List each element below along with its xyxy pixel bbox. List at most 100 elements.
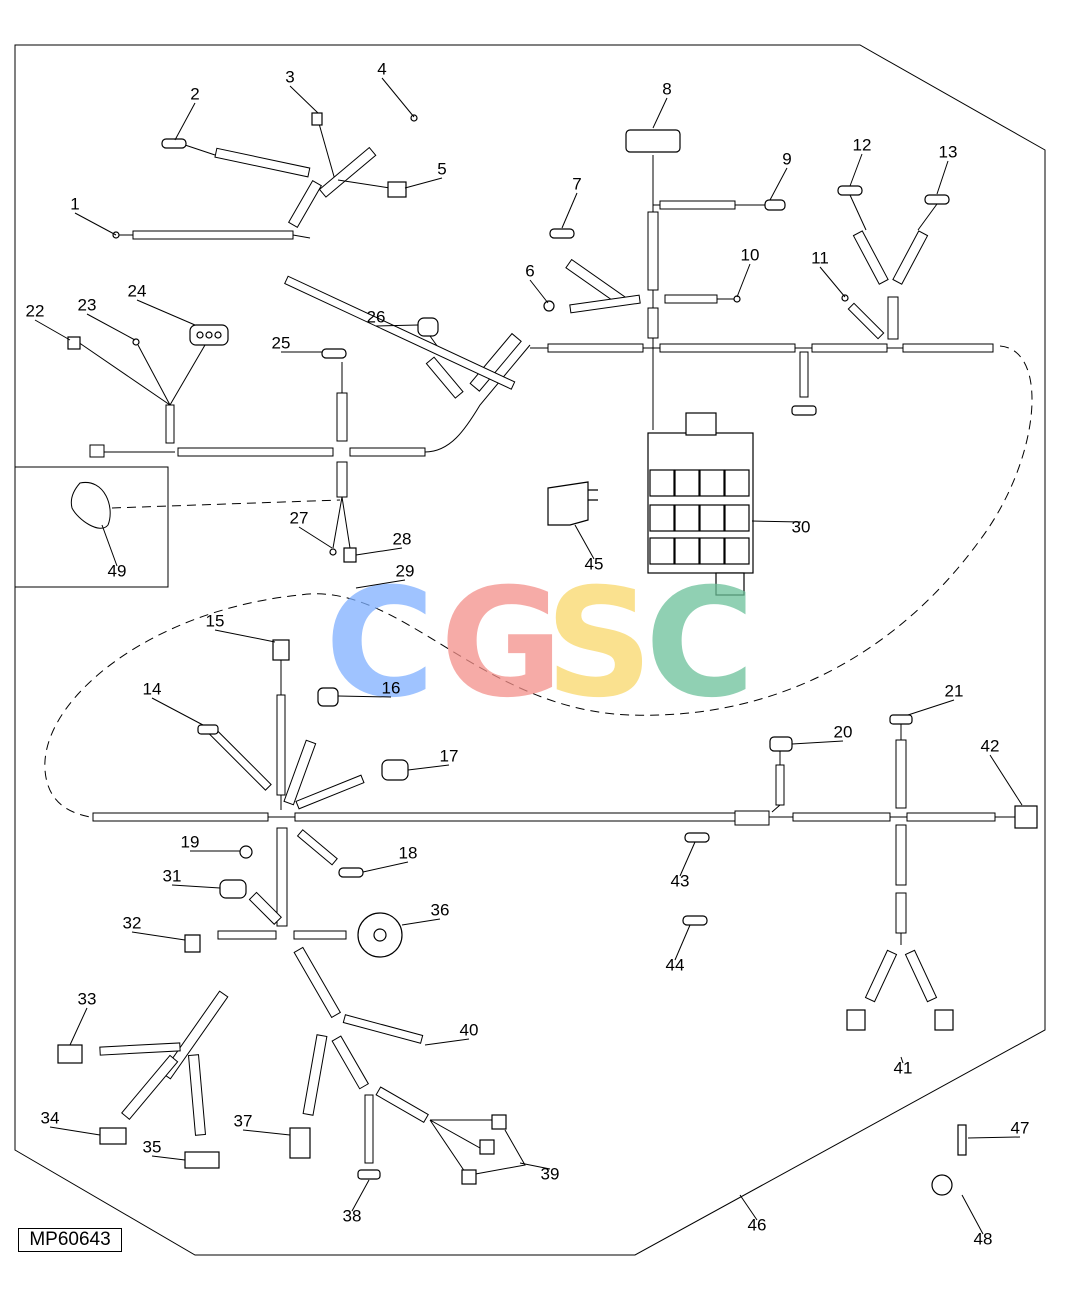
callout-leader	[736, 263, 751, 298]
callout-leader	[529, 279, 549, 304]
callout-leader	[967, 1136, 1021, 1139]
callout-leader	[652, 97, 668, 129]
callout-leader	[131, 931, 186, 941]
callout-number: 2	[190, 84, 199, 103]
reference-code: MP60643	[18, 1228, 122, 1252]
callout-leader	[214, 629, 276, 643]
band-clamp-49	[70, 482, 111, 529]
callout-leader	[174, 102, 196, 141]
callout-leader	[242, 1129, 291, 1136]
callout-number: 7	[572, 174, 581, 193]
callout-leader	[519, 1162, 551, 1170]
callout-leader	[151, 1155, 186, 1161]
callout-number: 40	[460, 1020, 479, 1039]
callout-leader	[171, 884, 221, 889]
callout-number: 19	[181, 832, 200, 851]
callout-leader	[289, 85, 319, 114]
callout-number: 17	[440, 746, 459, 765]
callout-leader	[424, 1038, 470, 1046]
callout-number: 11	[811, 248, 829, 267]
dashed-routing-path	[44, 345, 1033, 819]
callout-leader	[136, 299, 196, 326]
callout-number: 28	[393, 529, 412, 548]
callout-leader	[674, 924, 691, 961]
callout-number: 29	[396, 561, 415, 580]
callout-number: 33	[78, 989, 97, 1008]
callout-leader	[849, 153, 863, 187]
callout-number: 5	[437, 159, 446, 178]
callout-number: 15	[206, 611, 225, 630]
callout-number: 43	[671, 871, 690, 890]
callout-number: 27	[290, 508, 309, 527]
watermark-letter: C	[325, 557, 435, 731]
callout-leader	[574, 524, 595, 560]
callout-number: 8	[662, 79, 671, 98]
callout-number: 47	[1011, 1118, 1030, 1137]
callout-leader	[989, 754, 1023, 806]
callout-number: 30	[792, 517, 811, 536]
callout-number: 41	[894, 1058, 913, 1077]
watermark-letter: C	[645, 557, 755, 731]
callout-leader	[769, 167, 788, 201]
callout-leader	[34, 319, 71, 341]
callout-leader	[401, 918, 441, 926]
callout-number: 39	[541, 1164, 560, 1183]
watermark-letter: S	[545, 557, 653, 731]
upper-harness	[67, 112, 531, 563]
upper-right-harness	[530, 129, 994, 430]
callout-number: 16	[382, 678, 401, 697]
callout-leader	[355, 547, 403, 556]
callout-number: 6	[525, 261, 534, 280]
callout-number: 35	[143, 1137, 162, 1156]
callout-leader	[900, 1056, 904, 1064]
callout-leader	[298, 526, 333, 549]
callout-leader	[961, 1194, 984, 1235]
callout-leader	[362, 861, 409, 873]
callout-number: 49	[108, 561, 127, 580]
callout-number: 32	[123, 913, 142, 932]
callout-leader	[337, 695, 392, 698]
callout-number: 26	[367, 307, 386, 326]
callout-number: 44	[666, 955, 685, 974]
callout-number: 48	[974, 1229, 993, 1248]
watermark: C G S C	[325, 557, 755, 731]
watermark-letter: G	[440, 557, 563, 731]
callout-number: 38	[343, 1206, 362, 1225]
callout-leader	[936, 160, 949, 195]
lower-harness	[57, 639, 1038, 1185]
callout-leader	[74, 212, 117, 236]
callout-number: 22	[26, 301, 45, 320]
callout-number: 13	[939, 142, 958, 161]
callout-leader	[86, 313, 136, 341]
callout-number: 37	[234, 1111, 253, 1130]
callout-leader	[404, 177, 443, 189]
callout-leader	[375, 324, 419, 327]
callout-number: 12	[853, 135, 872, 154]
callout-number: 9	[782, 149, 791, 168]
callout-leader	[351, 1179, 370, 1212]
callout-leader	[151, 697, 204, 726]
callout-leader	[49, 1126, 101, 1136]
callout-leader	[907, 699, 955, 716]
callout-number: 24	[128, 281, 147, 300]
callout-leader	[739, 1194, 758, 1221]
callout-number: 21	[945, 681, 964, 700]
callout-leader	[819, 266, 846, 298]
dashed-leader-49	[111, 499, 341, 509]
callout-leader	[679, 841, 696, 877]
callout-number: 34	[41, 1108, 60, 1127]
callout-number: 45	[585, 554, 604, 573]
callout-number: 10	[741, 245, 760, 264]
callout-number: 42	[981, 736, 1000, 755]
callout-number: 3	[285, 67, 294, 86]
callout-number: 46	[748, 1215, 767, 1234]
callout-number: 31	[163, 866, 182, 885]
callout-leader	[381, 77, 415, 118]
callout-leader	[407, 764, 450, 771]
callout-leader	[355, 579, 406, 589]
callout-number: 25	[272, 333, 291, 352]
callout-number: 20	[834, 722, 853, 741]
callout-leader	[561, 192, 578, 229]
callout-number: 23	[78, 295, 97, 314]
